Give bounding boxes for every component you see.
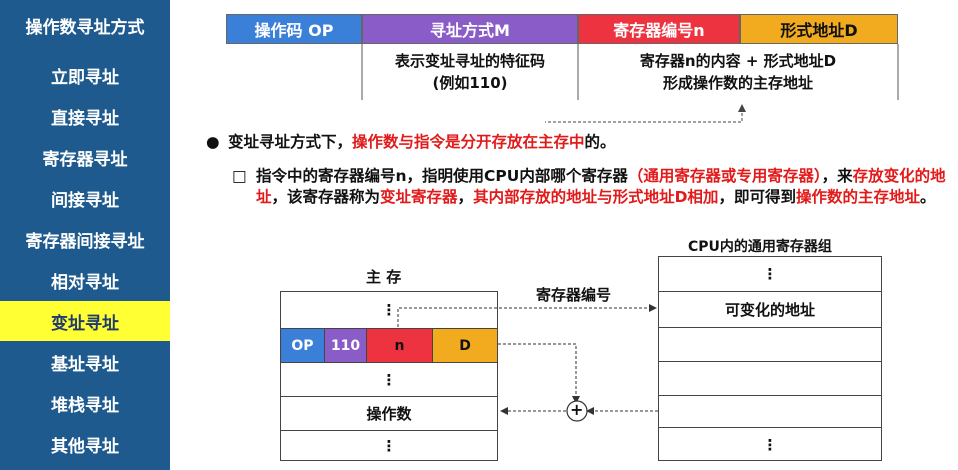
instr-mode-field: 110 — [325, 329, 367, 362]
sidebar-item-base[interactable]: 基址寻址 — [51, 354, 119, 375]
sidebar-item-register[interactable]: 寄存器寻址 — [42, 149, 128, 170]
sidebar-item-indexed[interactable]: 变址寻址 — [0, 301, 170, 341]
variable-address-row: 可变化的地址 — [659, 291, 881, 327]
reg-row-empty-3 — [659, 395, 881, 427]
sidebar-item-relative[interactable]: 相对寻址 — [51, 272, 119, 293]
sidebar-item-other[interactable]: 其他寻址 — [51, 436, 119, 457]
instruction-row: OP 110 n D — [281, 328, 497, 362]
reg-row-empty-2 — [659, 361, 881, 395]
reg-row-empty-1 — [659, 327, 881, 361]
format-mode-cell: 寻址方式M — [362, 14, 578, 44]
instr-reg-field: n — [367, 329, 433, 362]
adder-plus-icon: + — [570, 400, 584, 419]
reg-row-ellipsis-bottom: ⋮ — [659, 427, 881, 461]
memory-title: 主 存 — [366, 268, 402, 286]
format-reg-cell: 寄存器编号n — [578, 14, 740, 44]
main-memory: ⋮ OP 110 n D ⋮ 操作数 ⋮ — [280, 291, 498, 461]
operand-row: 操作数 — [281, 396, 497, 430]
format-addr-cell: 形式地址D — [740, 14, 898, 44]
bullet-1-text: 变址寻址方式下，操作数与指令是分开存放在主存中的。 — [228, 133, 616, 151]
memory-row-ellipsis-top: ⋮ — [381, 301, 397, 319]
memory-row-ellipsis-bottom: ⋮ — [281, 430, 497, 461]
bullet-1-dot: ● — [206, 133, 220, 151]
reg-number-label: 寄存器编号 — [536, 286, 612, 304]
sidebar-item-direct[interactable]: 直接寻址 — [51, 108, 119, 129]
sidebar: 操作数寻址方式 立即寻址 直接寻址 寄存器寻址 间接寻址 寄存器间接寻址 相对寻… — [0, 0, 170, 470]
sidebar-title: 操作数寻址方式 — [0, 0, 170, 50]
sidebar-item-register-indirect[interactable]: 寄存器间接寻址 — [25, 231, 145, 252]
register-group: ⋮ 可变化的地址 ⋮ — [658, 256, 882, 461]
bullet-2-text: 指令中的寄存器编号n，指明使用CPU内部哪个寄存器（通用寄存器或专用寄存器），来… — [256, 167, 946, 206]
sidebar-item-indirect[interactable]: 间接寻址 — [51, 190, 119, 211]
bullet-2-square-icon: □ — [232, 167, 247, 185]
sidebar-item-stack[interactable]: 堆栈寻址 — [51, 395, 119, 416]
reg-row-ellipsis-top: ⋮ — [762, 265, 778, 283]
sidebar-item-immediate[interactable]: 立即寻址 — [51, 67, 119, 88]
instr-op-field: OP — [281, 329, 325, 362]
format-op-cell: 操作码 OP — [226, 14, 362, 44]
mode-description: 表示变址寻址的特征码 (例如110) — [394, 52, 545, 92]
instr-d-field: D — [433, 329, 497, 362]
reg-group-title: CPU内的通用寄存器组 — [688, 239, 832, 255]
addr-description: 寄存器n的内容 + 形式地址D 形成操作数的主存地址 — [639, 52, 837, 92]
memory-row-ellipsis-mid: ⋮ — [281, 362, 497, 396]
adder-circle — [566, 400, 588, 422]
